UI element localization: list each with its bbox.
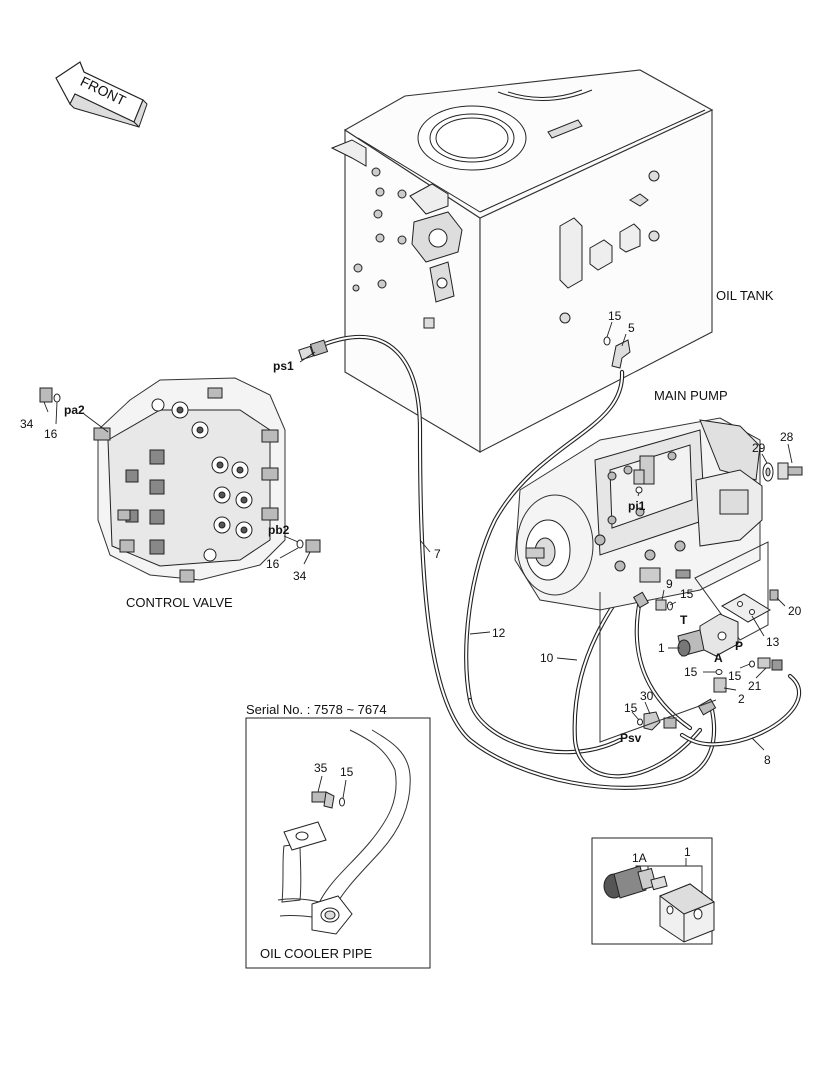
solenoid-detail-inset: 1A 1 xyxy=(591,837,716,945)
bolt-28 xyxy=(762,462,803,482)
callout-15-a: 15 xyxy=(680,587,694,601)
port-P: P xyxy=(735,639,743,653)
callout-21: 21 xyxy=(748,679,762,693)
callout-28: 28 xyxy=(780,430,794,444)
callout-34-top: 34 xyxy=(20,417,34,431)
tank-outlet-fitting xyxy=(603,336,631,369)
callout-15-c: 15 xyxy=(728,669,742,683)
port-A: A xyxy=(714,651,723,665)
port-pi1: pi1 xyxy=(628,499,646,513)
callout-15-tank: 15 xyxy=(608,309,622,323)
callout-1: 1 xyxy=(658,641,665,655)
oil-cooler-pipe-inset: Serial No. : 7578 ~ 7674 35 15 OIL COOLE… xyxy=(245,702,431,969)
callout-16-top: 16 xyxy=(44,427,58,441)
callout-7: 7 xyxy=(434,547,441,561)
pb2-fitting xyxy=(296,539,321,553)
callout-10: 10 xyxy=(540,651,554,665)
callout-34-bot: 34 xyxy=(293,569,307,583)
callout-20: 20 xyxy=(788,604,802,618)
callout-29: 29 xyxy=(752,441,766,455)
hose-8 xyxy=(679,673,802,747)
control-valve-label: CONTROL VALVE xyxy=(126,595,233,610)
pa2-fitting xyxy=(39,387,61,403)
front-arrow-icon: FRONT xyxy=(55,61,148,128)
main-pump xyxy=(514,417,769,641)
solenoid-valve-assembly xyxy=(599,589,783,743)
pi1-fitting xyxy=(633,469,645,494)
callout-2: 2 xyxy=(738,692,745,706)
control-valve xyxy=(93,377,286,583)
callout-5: 5 xyxy=(628,321,635,335)
main-pump-label: MAIN PUMP xyxy=(654,388,728,403)
hose-tank-pump xyxy=(464,369,625,703)
callout-30: 30 xyxy=(640,689,654,703)
callout-13: 13 xyxy=(766,635,780,649)
callout-15-b: 15 xyxy=(684,665,698,679)
callout-35: 35 xyxy=(314,761,328,775)
serial-label: Serial No. : 7578 ~ 7674 xyxy=(246,702,387,717)
callout-15-d: 15 xyxy=(624,701,638,715)
port-pa2: pa2 xyxy=(64,403,85,417)
port-ps1: ps1 xyxy=(273,359,294,373)
hose-12 xyxy=(467,697,623,755)
oil-tank xyxy=(330,69,714,453)
oil-tank-label: OIL TANK xyxy=(716,288,774,303)
callout-1-inset: 1 xyxy=(684,845,691,859)
ps1-fitting xyxy=(298,339,329,361)
hose-9 xyxy=(634,597,693,731)
port-pb2: pb2 xyxy=(268,523,290,537)
hose-7 xyxy=(322,334,717,790)
port-Psv: Psv xyxy=(620,731,642,745)
callout-8: 8 xyxy=(764,753,771,767)
leader-lines xyxy=(43,321,793,751)
callout-12: 12 xyxy=(492,626,506,640)
callout-16-bot: 16 xyxy=(266,557,280,571)
oil-cooler-pipe-label: OIL COOLER PIPE xyxy=(260,946,373,961)
callout-9: 9 xyxy=(666,577,673,591)
callout-15-inset: 15 xyxy=(340,765,354,779)
port-T: T xyxy=(680,613,688,627)
callout-1A: 1A xyxy=(632,851,647,865)
